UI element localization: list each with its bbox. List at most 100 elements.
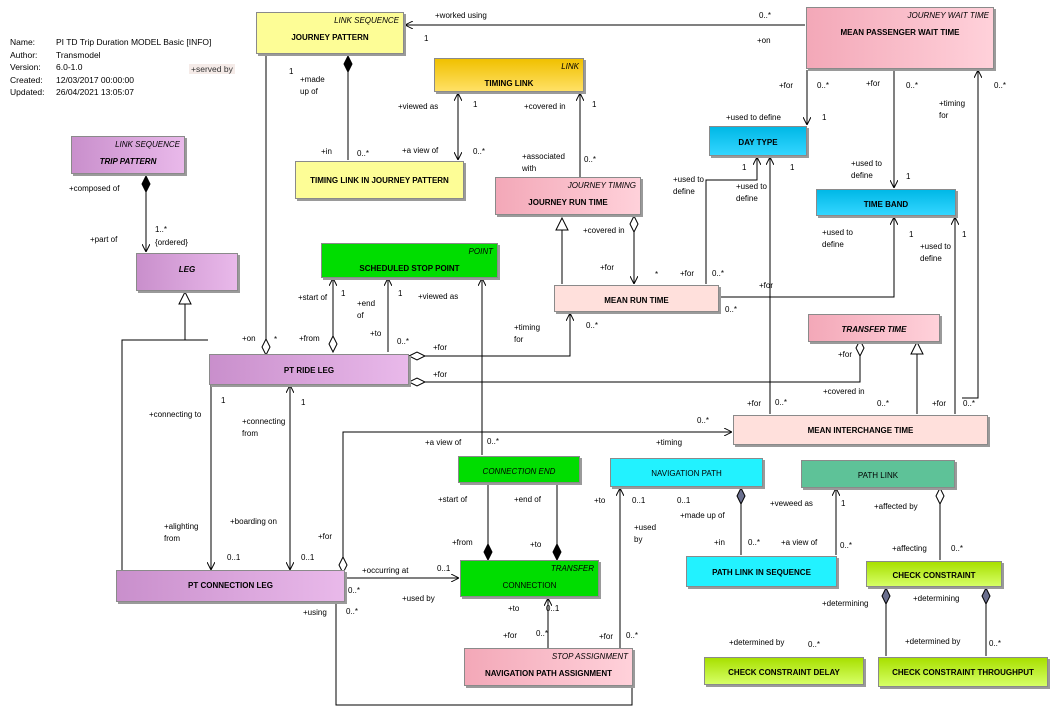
association-label: +a view of [425,438,462,447]
association-label: 0..* [877,399,890,408]
association-label: +from [299,334,320,343]
class-connection-end[interactable]: CONNECTION END [458,456,580,483]
association-label: 1 [742,163,747,172]
association-label: +connecting to [149,410,202,419]
association-label: +end of [514,495,541,504]
association-label: +determining [913,594,960,603]
class-time-band[interactable]: TIME BAND [816,189,956,216]
class-navigation-path[interactable]: NAVIGATION PATH [610,458,763,487]
class-check-constraint-throughput[interactable]: CHECK CONSTRAINT THROUGHPUT [878,657,1048,687]
association-label: +worked using [435,11,487,20]
class-navigation-path-assignment[interactable]: STOP ASSIGNMENT NAVIGATION PATH ASSIGNME… [464,648,633,686]
class-name: JOURNEY RUN TIME [528,198,608,207]
class-trip-pattern[interactable]: LINK SEQUENCE TRIP PATTERN [71,136,185,174]
association-label: 1 [289,67,294,76]
association-label: +composed of [69,184,120,193]
class-scheduled-stop-point[interactable]: POINT SCHEDULED STOP POINT [321,243,498,278]
class-name: NAVIGATION PATH ASSIGNMENT [484,669,613,678]
association-label: 0..* [994,81,1007,90]
class-check-constraint-delay[interactable]: CHECK CONSTRAINT DELAY [704,657,864,685]
class-name: LEG [178,265,196,274]
association-label: 1..* [155,225,168,234]
association-label: 0..* [775,398,788,407]
class-pt-ride-leg[interactable]: PT RIDE LEG [209,354,409,385]
association-label: +for [433,343,448,352]
association-label: 0..* [840,541,853,550]
association-label: 1 [473,100,478,109]
class-name: TRANSFER TIME [841,325,907,334]
association-label: 1 [841,499,846,508]
class-connection[interactable]: TRANSFER CONNECTION [460,560,599,597]
association-label: +affected by [874,502,918,511]
association-label: 0..1 [437,564,451,573]
association-label: 1 [909,230,914,239]
class-mean-passenger-wait-time[interactable]: JOURNEY WAIT TIME MEAN PASSENGER WAIT TI… [806,7,994,69]
association-label: +for [318,532,333,541]
association-label: 1 [962,230,967,239]
class-timing-link-in-journey-pattern[interactable]: TIMING LINK IN JOURNEY PATTERN [295,161,464,199]
association-label: 0..* [989,639,1002,648]
association-label: 0..* [357,149,370,158]
association-label: +for [932,399,947,408]
association-label: +in [714,538,725,547]
meta-key: Updated: [10,87,45,98]
class-leg[interactable]: LEG [136,253,238,291]
class-name: CONNECTION END [482,467,556,476]
association-label: +a view of [402,146,439,155]
association-label: 0..* [725,305,738,314]
association-label: +to [594,496,606,505]
association-label: 1 [822,113,827,122]
association-label: +to [508,604,520,613]
class-journey-run-time[interactable]: JOURNEY TIMING JOURNEY RUN TIME [495,177,641,215]
association-label: +used to define [726,113,781,122]
class-path-link[interactable]: PATH LINK [801,460,955,488]
association-label: 0..* [808,640,821,649]
association-label: 0..* [348,586,361,595]
class-stereotype: LINK [561,62,579,71]
meta-value: Transmodel [56,49,101,60]
class-path-link-in-sequence[interactable]: PATH LINK IN SEQUENCE [686,556,837,587]
association-label: +to [530,540,542,549]
association-label: +using [303,608,327,617]
class-name: PATH LINK [857,471,899,480]
class-transfer-time[interactable]: TRANSFER TIME [808,314,940,342]
class-name: TIME BAND [863,200,909,209]
class-mean-run-time[interactable]: MEAN RUN TIME [554,285,719,312]
class-name: MEAN INTERCHANGE TIME [807,426,914,435]
class-day-type[interactable]: DAY TYPE [709,126,807,156]
association-label: +in [321,147,332,156]
class-check-constraint[interactable]: CHECK CONSTRAINT [866,561,1002,587]
association-label: 1 [424,34,429,43]
association-label: +for [600,263,615,272]
class-pt-connection-leg[interactable]: PT CONNECTION LEG [116,570,345,602]
association-label: +veweed as [770,499,813,508]
class-timing-link[interactable]: LINK TIMING LINK [434,58,584,92]
class-name: TIMING LINK IN JOURNEY PATTERN [310,176,449,185]
class-stereotype: STOP ASSIGNMENT [551,652,628,661]
association-label: +part of [90,235,118,244]
class-name: DAY TYPE [738,138,778,147]
class-mean-interchange-time[interactable]: MEAN INTERCHANGE TIME [733,415,988,445]
class-name: CHECK CONSTRAINT [892,571,976,580]
class-name: TRIP PATTERN [99,157,157,166]
class-name: MEAN RUN TIME [604,296,669,305]
association-label: 0..* [817,81,830,90]
association-label: +determining [822,599,869,608]
association-label: +determined by [729,638,785,647]
association-label: 0..* [626,631,639,640]
class-name: CHECK CONSTRAINT DELAY [728,668,840,677]
association-label: 0..* [963,399,976,408]
class-stereotype: JOURNEY TIMING [567,181,636,190]
association-label: 0..* [536,629,549,638]
association-label: 0..1 [632,496,646,505]
class-journey-pattern[interactable]: LINK SEQUENCE JOURNEY PATTERN [256,12,404,54]
association-label: +used by [402,594,435,603]
association-label: +start of [438,495,468,504]
class-name: NAVIGATION PATH [651,469,722,478]
